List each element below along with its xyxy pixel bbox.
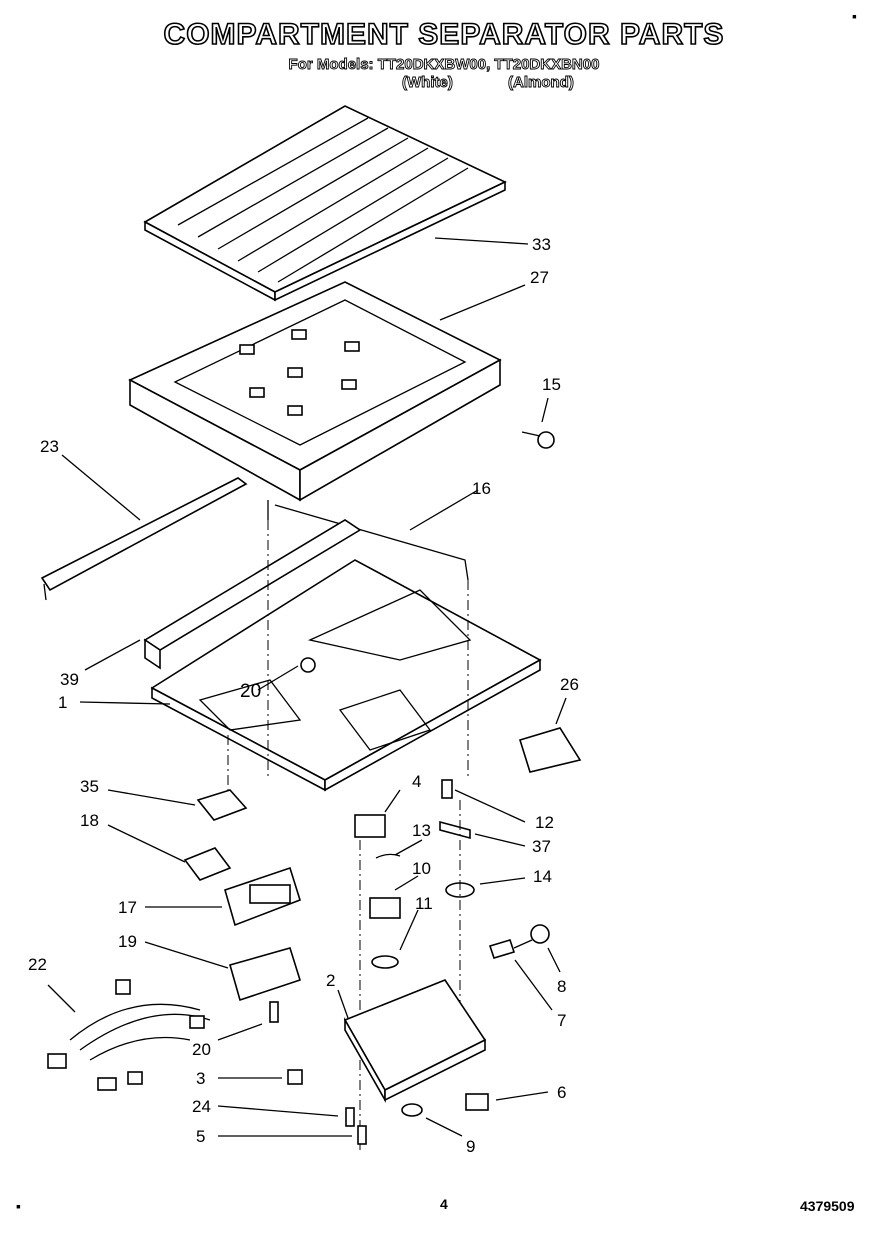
page-title: COMPARTMENT SEPARATOR PARTS bbox=[163, 17, 725, 52]
document-number: 4379509 bbox=[800, 1198, 855, 1214]
callout-15: 15 bbox=[542, 375, 561, 394]
callout-13: 13 bbox=[412, 821, 431, 840]
callout-5: 5 bbox=[196, 1127, 205, 1146]
callout-4: 4 bbox=[412, 772, 421, 791]
clip-15-drawing bbox=[521, 431, 555, 449]
page-number: 4 bbox=[440, 1196, 448, 1212]
callout-23: 23 bbox=[40, 437, 59, 456]
wiring-harness-drawing bbox=[47, 979, 211, 1091]
variant-almond: (Almond) bbox=[508, 74, 575, 92]
callout-14: 14 bbox=[533, 867, 552, 886]
callout-20-base: 20 bbox=[240, 681, 261, 702]
callout-labels: 33 27 15 23 16 39 20 1 26 4 35 12 18 13 … bbox=[28, 235, 579, 1156]
callout-22: 22 bbox=[28, 955, 47, 974]
callout-27: 27 bbox=[530, 268, 549, 287]
corner-mark-top-right: ▪ bbox=[852, 8, 857, 24]
clip-3-drawing bbox=[287, 1069, 303, 1085]
callout-16: 16 bbox=[472, 479, 491, 498]
callout-18: 18 bbox=[80, 811, 99, 830]
callout-7: 7 bbox=[557, 1011, 566, 1030]
callout-12: 12 bbox=[535, 813, 554, 832]
callout-9: 9 bbox=[466, 1137, 475, 1156]
control-17-drawing bbox=[224, 866, 301, 927]
bracket-19-drawing bbox=[229, 947, 301, 1002]
separator-base-drawing bbox=[143, 519, 542, 800]
corner-mark-bottom-left: ▪ bbox=[16, 1198, 21, 1214]
cover-plate-18-drawing bbox=[183, 847, 232, 881]
trim-strip-drawing bbox=[40, 477, 248, 601]
control-components-drawing bbox=[354, 779, 475, 1150]
nut-9-drawing bbox=[401, 1103, 423, 1117]
separator-cover-drawing bbox=[128, 281, 502, 502]
callout-2: 2 bbox=[326, 971, 335, 990]
screw-20-drawing bbox=[269, 1001, 279, 1023]
socket-housing-35-drawing bbox=[196, 789, 248, 821]
callout-20-bracket: 20 bbox=[192, 1040, 211, 1059]
callout-24: 24 bbox=[192, 1097, 211, 1116]
model-numbers: For Models: TT20DKXBW00, TT20DKXBN00 bbox=[288, 56, 600, 74]
callout-26: 26 bbox=[560, 675, 579, 694]
callout-6: 6 bbox=[557, 1083, 566, 1102]
shelf-grille-drawing bbox=[143, 105, 507, 302]
callout-3: 3 bbox=[196, 1069, 205, 1088]
leader-lines bbox=[47, 237, 567, 1137]
control-bracket-drawing bbox=[343, 979, 487, 1104]
callout-11: 11 bbox=[415, 894, 433, 913]
connector-6-drawing bbox=[465, 1093, 489, 1111]
callout-8: 8 bbox=[557, 977, 566, 996]
screw-5-drawing bbox=[357, 1125, 367, 1145]
callout-1: 1 bbox=[58, 693, 67, 712]
screw-24-drawing bbox=[345, 1107, 355, 1127]
callout-39: 39 bbox=[60, 670, 79, 689]
callout-35: 35 bbox=[80, 777, 99, 796]
callout-19: 19 bbox=[118, 932, 137, 951]
callout-37: 37 bbox=[532, 837, 551, 856]
callout-33: 33 bbox=[532, 235, 551, 254]
foam-block-drawing bbox=[518, 727, 582, 773]
light-assembly-drawing bbox=[488, 924, 550, 959]
variant-white: (White) bbox=[402, 74, 454, 92]
callout-17: 17 bbox=[118, 898, 137, 917]
callout-10: 10 bbox=[412, 859, 431, 878]
